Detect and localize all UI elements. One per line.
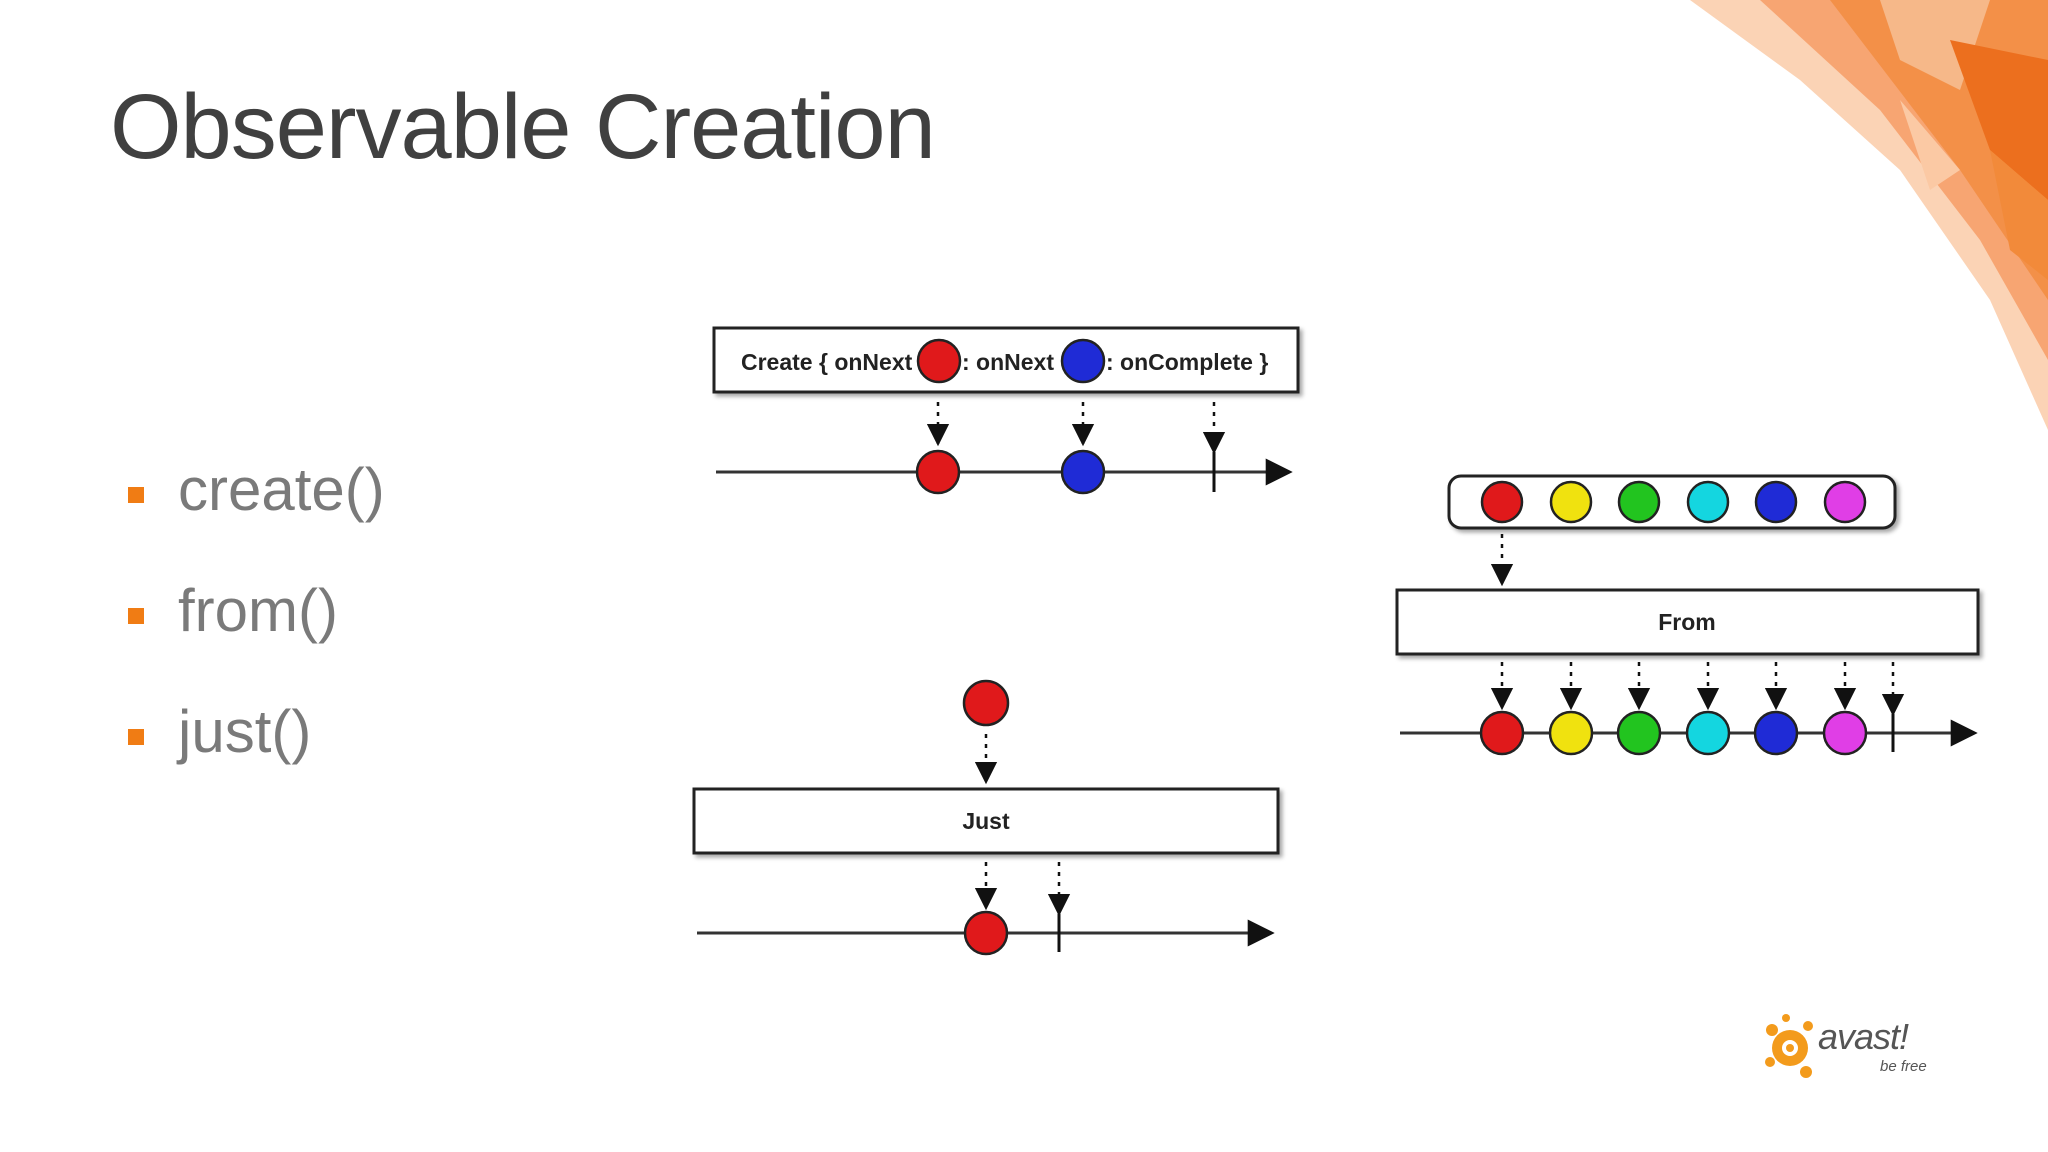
bullet-label: just() bbox=[178, 698, 312, 765]
from-label: From bbox=[1658, 609, 1716, 635]
bullet-label: create() bbox=[178, 456, 385, 523]
avast-orb-icon bbox=[1765, 1014, 1813, 1078]
just-marble-red bbox=[963, 910, 1009, 956]
just-source-marble-red bbox=[962, 679, 1010, 727]
from-marble-green bbox=[1616, 710, 1662, 756]
create-label-2: : onNext bbox=[962, 349, 1054, 375]
from-source-marble-red bbox=[1480, 480, 1524, 524]
from-source-marble-yellow bbox=[1549, 480, 1593, 524]
from-source-marble-blue bbox=[1754, 480, 1798, 524]
bullet-label: from() bbox=[178, 577, 338, 644]
avast-logo: avast! be free bbox=[1762, 1010, 1942, 1085]
create-diagram: Create { onNext : onNext : onComplete } bbox=[712, 326, 1300, 495]
create-label-3: : onComplete } bbox=[1106, 349, 1268, 375]
bullet-marker bbox=[128, 487, 144, 503]
from-diagram: From bbox=[1395, 474, 1980, 756]
from-source-marble-cyan bbox=[1686, 480, 1730, 524]
create-label-1: Create { onNext bbox=[741, 349, 913, 375]
from-source-marble-green bbox=[1617, 480, 1661, 524]
just-label: Just bbox=[962, 808, 1010, 834]
from-marble-cyan bbox=[1685, 710, 1731, 756]
from-marble-blue bbox=[1753, 710, 1799, 756]
create-marble-red bbox=[915, 449, 961, 495]
create-box-marble-blue bbox=[1060, 338, 1106, 384]
avast-tagline: be free bbox=[1880, 1058, 1927, 1075]
avast-wordmark: avast! bbox=[1818, 1016, 1909, 1057]
from-marble-magenta bbox=[1822, 710, 1868, 756]
from-source-marble-magenta bbox=[1823, 480, 1867, 524]
from-marble-yellow bbox=[1548, 710, 1594, 756]
from-marble-red bbox=[1479, 710, 1525, 756]
create-marble-blue bbox=[1060, 449, 1106, 495]
just-operator-box bbox=[692, 787, 1280, 855]
create-box-marble-red bbox=[916, 338, 962, 384]
bullet-marker bbox=[128, 608, 144, 624]
slide-title: Observable Creation bbox=[110, 76, 936, 178]
bullet-marker bbox=[128, 729, 144, 745]
create-operator-box bbox=[712, 326, 1300, 394]
just-diagram: Just bbox=[692, 679, 1280, 956]
from-operator-box bbox=[1395, 588, 1980, 656]
